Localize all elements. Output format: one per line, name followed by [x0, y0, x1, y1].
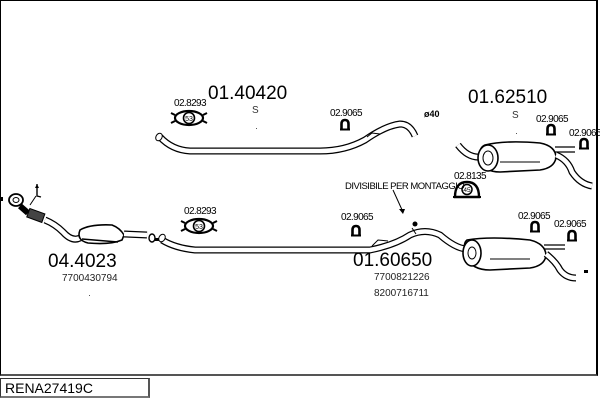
rubber-mount-icon	[338, 118, 352, 132]
marker-dot	[516, 133, 517, 134]
accessory-number[interactable]: 02.9065	[554, 219, 588, 230]
front-pipe-drawing	[155, 120, 419, 155]
accessory-number[interactable]: 02.8293	[174, 98, 208, 109]
part-number-rear-silencer-upper[interactable]: 01.62510	[468, 87, 547, 108]
diagram-frame	[0, 0, 598, 376]
diameter-label: ø40	[424, 109, 440, 119]
marker-dot	[89, 295, 90, 296]
rubber-mount-icon	[544, 123, 558, 137]
part-number-front-pipe[interactable]: 01.40420	[208, 83, 287, 104]
accessory-number[interactable]: 02.9065	[536, 114, 570, 125]
rear-section-lower-drawing	[158, 221, 588, 282]
oem-number: 7700430794	[62, 273, 118, 284]
clamp-glyph: 53	[195, 224, 203, 231]
diagram-code: RENA27419C	[0, 378, 150, 398]
split-arrow	[392, 189, 404, 213]
accessory-number[interactable]: 02.9065	[518, 211, 552, 222]
accessory-number[interactable]: 02.9065	[330, 108, 364, 119]
split-note: DIVISIBILE PER MONTAGGIO	[345, 181, 464, 192]
part-suffix: S	[512, 110, 519, 121]
catalytic-converter-drawing	[0, 184, 159, 245]
rubber-mount-icon	[577, 137, 591, 151]
marker-dot	[256, 128, 257, 129]
accessory-number[interactable]: 02.8293	[184, 206, 218, 217]
rubber-mount-icon	[528, 220, 542, 234]
gasket-glyph: 45	[463, 187, 471, 194]
clamp-glyph: 53	[185, 116, 193, 123]
accessory-number[interactable]: 02.8135	[454, 171, 488, 182]
part-number-rear-section-lower[interactable]: 01.60650	[353, 250, 432, 271]
oem-number: 8200716711	[374, 288, 429, 299]
split-arrow-head	[399, 209, 405, 214]
part-number-catalytic-converter[interactable]: 04.4023	[48, 251, 117, 272]
part-suffix: S	[252, 105, 259, 116]
accessory-number[interactable]: 02.9065	[569, 128, 600, 139]
accessory-number[interactable]: 02.9065	[341, 212, 375, 223]
rubber-mount-icon	[349, 224, 363, 238]
oem-number: 7700821226	[374, 272, 430, 283]
rear-silencer-upper-drawing	[455, 141, 593, 190]
rubber-mount-icon	[565, 229, 579, 243]
